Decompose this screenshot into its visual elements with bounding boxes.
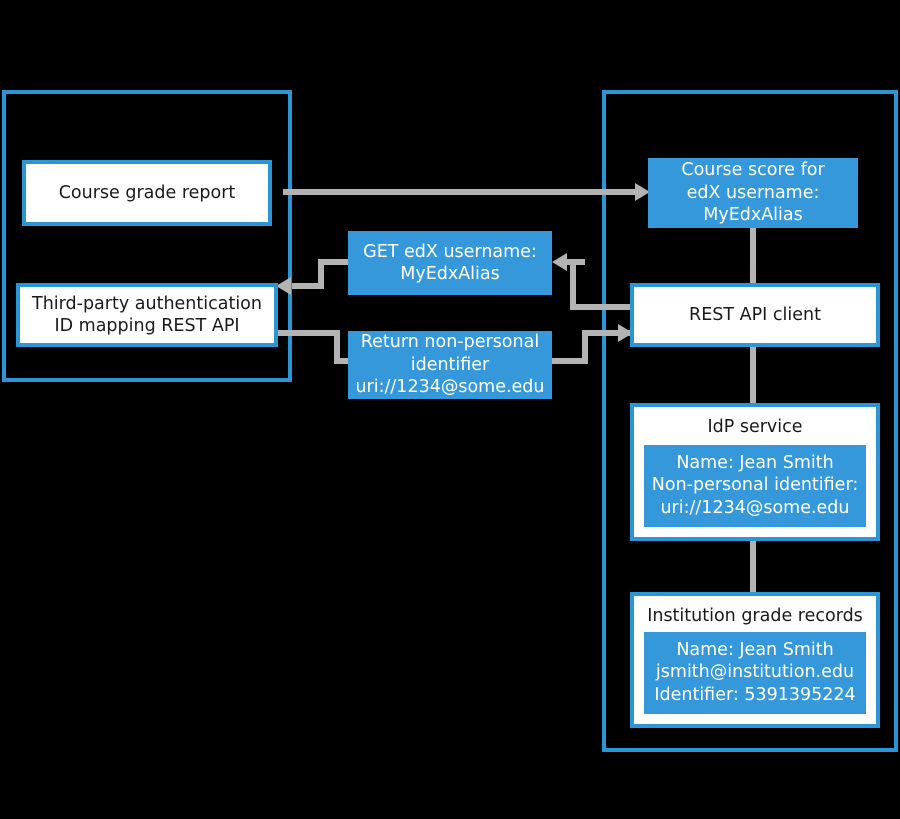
connector-get-username-to-third-party-h2: [292, 283, 324, 289]
node-get-edx-username[interactable]: GET edX username:MyEdxAlias: [348, 231, 552, 295]
connector-rest-api-to-get-username-v: [570, 259, 576, 310]
node-rest-api-client[interactable]: REST API client: [630, 283, 880, 347]
connector-get-username-to-third-party-v: [318, 259, 324, 289]
connector-third-party-to-return-v: [334, 330, 340, 364]
node-idp-service-title: IdP service: [707, 417, 803, 437]
connector-rest-api-to-get-username-h1: [570, 304, 632, 310]
node-course-grade-report-label: Course grade report: [58, 182, 236, 203]
right-system-panel: [602, 90, 898, 752]
arrowhead-to-course-score: [635, 183, 650, 201]
left-system-panel: [2, 90, 292, 382]
connector-rest-api-to-get-username-h2: [567, 259, 585, 265]
connector-return-to-rest-api-v: [582, 330, 588, 364]
arrowhead-to-rest-api-client: [618, 324, 633, 342]
connector-rest-api-to-idp-service: [750, 347, 756, 405]
connector-return-to-rest-api-h1: [548, 358, 588, 364]
arrowhead-to-third-party-api: [276, 277, 291, 295]
node-rest-api-client-label: REST API client: [689, 304, 821, 325]
connector-idp-to-institution-records: [750, 541, 756, 594]
connector-return-to-rest-api-h2: [582, 330, 632, 336]
connector-third-party-to-return-h1: [278, 330, 340, 336]
node-get-edx-username-label: GET edX username:MyEdxAlias: [363, 241, 537, 284]
node-institution-grade-records-title: Institution grade records: [647, 606, 863, 626]
connector-course-score-to-rest-api-client: [750, 228, 756, 284]
connector-get-username-to-third-party-h1: [318, 259, 350, 265]
node-course-grade-report[interactable]: Course grade report: [22, 160, 272, 226]
arrowhead-to-get-edx-username: [552, 253, 567, 271]
connector-third-party-to-return-h2: [334, 358, 350, 364]
connector-grade-report-to-course-score: [283, 189, 635, 195]
node-institution-grade-records[interactable]: Institution grade records Name: Jean Smi…: [630, 592, 880, 728]
